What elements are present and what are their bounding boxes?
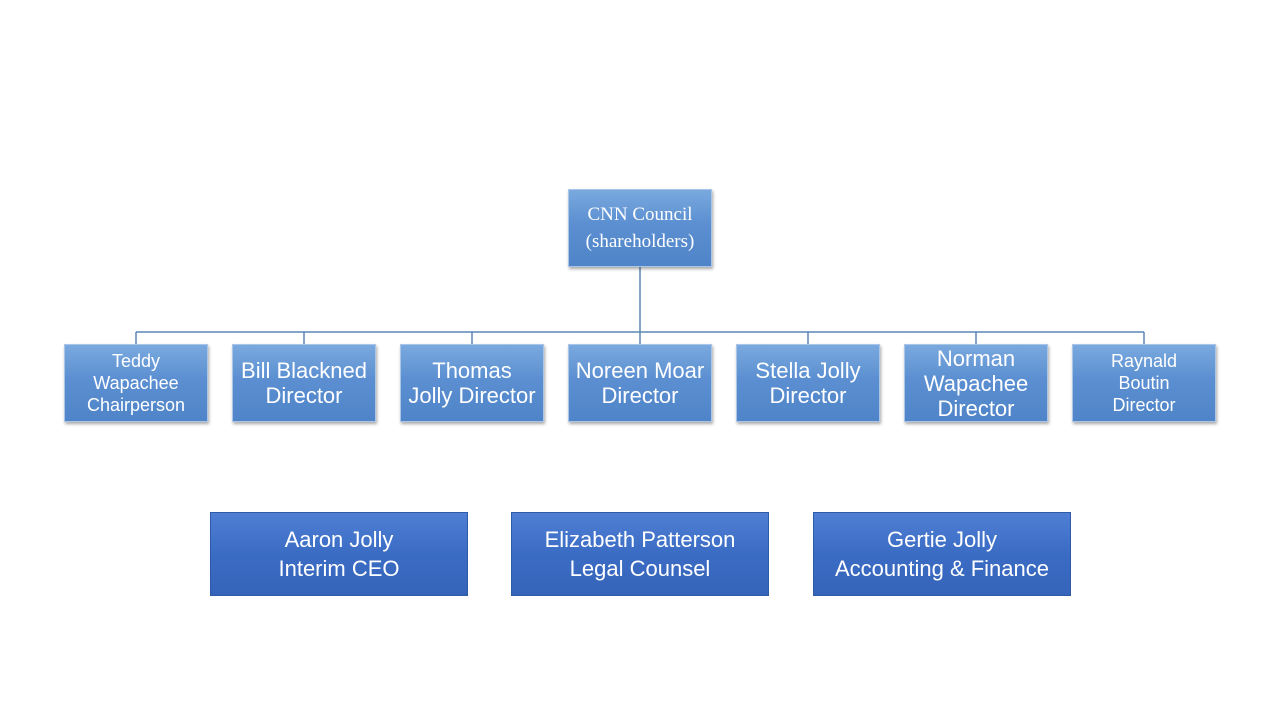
member-node-norman-wapachee: Norman Wapachee Director: [904, 344, 1048, 422]
member-node-line: Director: [937, 395, 1015, 421]
member-node-line: Teddy: [111, 351, 161, 371]
member-node-line: Boutin: [1118, 373, 1170, 393]
council-node: CNN Council (shareholders): [568, 189, 712, 267]
staff-box-line: Accounting & Finance: [834, 556, 1050, 581]
member-node-line: Director: [265, 383, 343, 408]
member-node-stella-jolly: Stella Jolly Director: [736, 344, 880, 422]
member-node-line: Director: [769, 383, 847, 408]
member-node-line: Bill Blackned: [241, 358, 367, 383]
member-node-bill-blackned: Bill Blackned Director: [232, 344, 376, 422]
member-node-line: Jolly Director: [408, 383, 536, 408]
member-node-line: Thomas: [432, 358, 512, 383]
member-node-line: Wapachee: [923, 370, 1029, 396]
staff-box-gertie-jolly: Gertie Jolly Accounting & Finance: [813, 512, 1071, 596]
staff-box-line: Aaron Jolly: [284, 527, 394, 552]
staff-box-elizabeth-patterson: Elizabeth Patterson Legal Counsel: [511, 512, 769, 596]
member-node-line: Director: [1112, 395, 1176, 415]
staff-box-line: Elizabeth Patterson: [544, 527, 736, 552]
council-node-line: (shareholders): [585, 231, 695, 252]
member-node-line: Noreen Moar: [575, 358, 705, 383]
staff-box-line: Interim CEO: [278, 556, 400, 581]
staff-box-line: Legal Counsel: [569, 556, 711, 581]
member-node-line: Director: [601, 383, 679, 408]
member-node-thomas-jolly: Thomas Jolly Director: [400, 344, 544, 422]
council-node-line: CNN Council: [587, 204, 693, 225]
member-node-line: Chairperson: [86, 395, 186, 415]
staff-box-line: Gertie Jolly: [886, 527, 998, 552]
member-node-line: Wapachee: [93, 373, 179, 393]
member-node-line: Stella Jolly: [755, 358, 861, 383]
member-node-teddy-wapachee: Teddy Wapachee Chairperson: [64, 344, 208, 422]
member-node-noreen-moar: Noreen Moar Director: [568, 344, 712, 422]
staff-box-aaron-jolly: Aaron Jolly Interim CEO: [210, 512, 468, 596]
member-node-raynald-boutin: Raynald Boutin Director: [1072, 344, 1216, 422]
member-node-line: Norman: [936, 345, 1016, 371]
member-node-line: Raynald: [1110, 351, 1178, 371]
